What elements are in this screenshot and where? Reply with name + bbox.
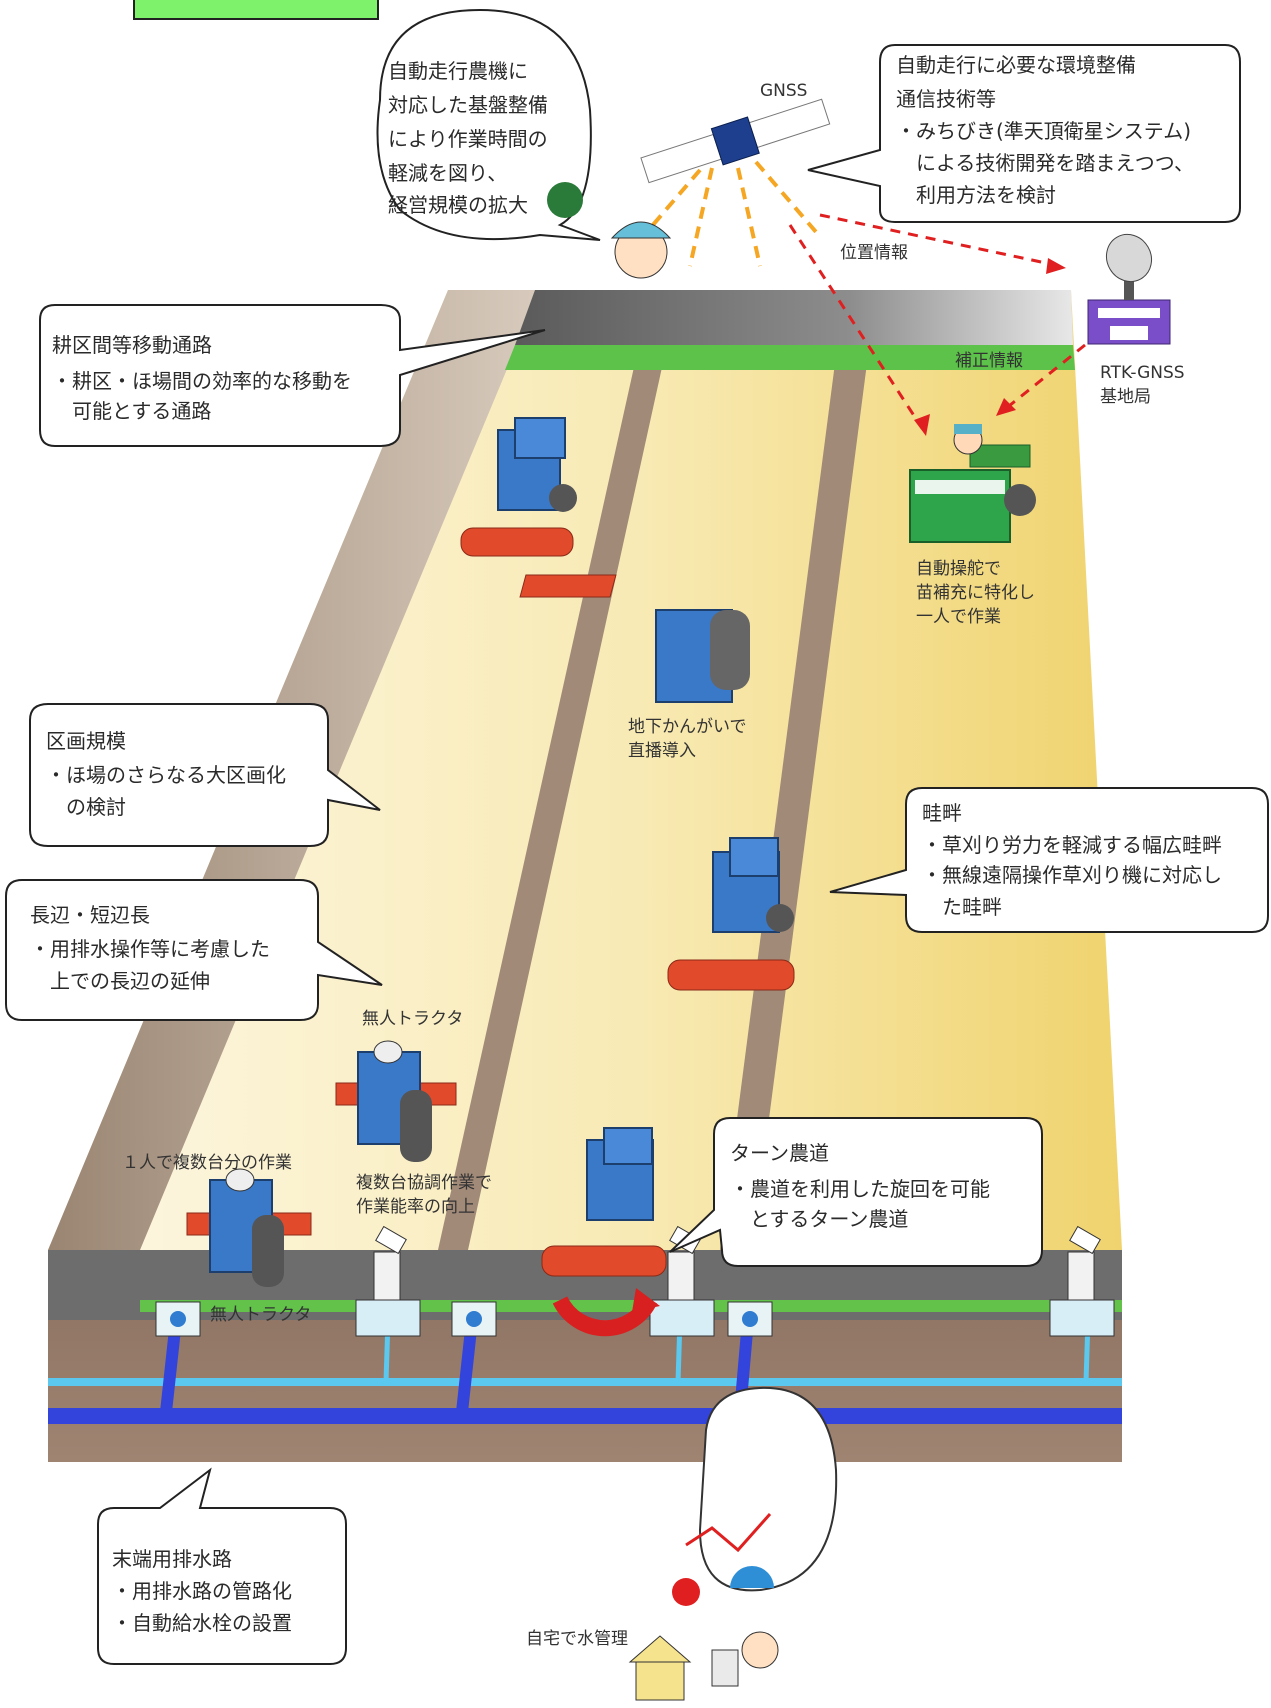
top-access-road (515, 290, 1073, 345)
satellite-group (638, 98, 1086, 436)
lateral-pipe-cyan (48, 1378, 1122, 1386)
transplanter-icon (909, 424, 1036, 543)
signal-beam (736, 167, 762, 267)
unmanned-tractor-label: 無人トラクタ (210, 1305, 311, 1325)
inner-levee-1 (438, 340, 668, 1250)
callout-plot-scale (29, 703, 381, 847)
chart-icon (685, 1513, 772, 1553)
correction-green-strip (505, 345, 1075, 370)
tractor-icon (460, 417, 577, 557)
signal-beam (688, 167, 714, 267)
farmer-icon (741, 1631, 779, 1669)
auto-steer-label: 自動操舵で 苗補充に特化し 一人で作業 (916, 559, 1040, 627)
water-inlets (155, 1225, 1115, 1337)
sun-icon (672, 1578, 700, 1606)
position-info-arrow (819, 213, 1061, 268)
gnss-label: GNSS (760, 81, 807, 101)
unmanned-tractor-label: 無人トラクタ (362, 1009, 463, 1029)
inlet-box-2 (451, 1301, 497, 1337)
turn-arrow (552, 1296, 658, 1337)
turn-road-text: ターン農道 ・農道を利用した旋回を可能 とするターン農道 (730, 1141, 996, 1231)
callout-levee (829, 787, 1269, 933)
rtk-station-icon (1087, 233, 1171, 345)
signal-beam (754, 160, 818, 234)
header-tab (133, 0, 379, 20)
drainage-text: 末端用排水路 ・用排水路の管路化 ・自動給水栓の設置 (112, 1547, 298, 1635)
inlet-box-1 (155, 1301, 201, 1337)
travel-path-text: 耕区間等移動通路 ・耕区・ほ場間の効率的な移動を 可能とする通路 (52, 333, 358, 423)
callout-drainage (97, 1467, 347, 1665)
speech-bubble (376, 8, 601, 241)
callout-travel-path (39, 304, 546, 447)
tablet-icon (711, 1649, 739, 1687)
unmanned-tractor-icon (186, 1168, 312, 1287)
auto-valve-3 (1049, 1225, 1115, 1337)
seeder-icon (519, 574, 750, 703)
farmer-icon (610, 221, 672, 279)
signal-beam (638, 168, 702, 242)
money-bag-icon (547, 182, 583, 218)
unmanned-tractor-icon (335, 1040, 457, 1162)
position-info-arrow (788, 224, 924, 429)
auto-valve-1 (355, 1225, 421, 1337)
farmer-speech-text: 自動走行農機に 対応した基盤整備 により作業時間の 軽減を図り、 経営規模の拡大 (388, 59, 554, 217)
one-person-label: １人で複数台分の作業 (122, 1153, 292, 1173)
inner-levee-2 (720, 340, 870, 1250)
side-length-text: 長辺・短辺長 ・用排水操作等に考慮した 上での長辺の延伸 (30, 903, 276, 993)
umbrella-icon (730, 1566, 774, 1588)
rtk-station-label: RTK-GNSS 基地局 (1100, 363, 1190, 407)
callout-turn-road (669, 1117, 1043, 1267)
callout-environment (807, 44, 1241, 223)
position-info-label: 位置情報 (840, 243, 908, 263)
turning-tractor-icon (541, 1127, 667, 1337)
home-water-management (628, 1386, 838, 1701)
callout-side-length (5, 879, 383, 1021)
plot-scale-text: 区画規模 ・ほ場のさらなる大区画化 の検討 (46, 729, 292, 819)
cooperative-label: 複数台協調作業で 作業能率の向上 (356, 1173, 497, 1217)
inlet-box-3 (727, 1301, 773, 1337)
correction-info-label: 補正情報 (955, 351, 1023, 371)
home-water-label: 自宅で水管理 (526, 1629, 628, 1649)
main-pipe-blue (48, 1408, 1122, 1424)
environment-text: 自動走行に必要な環境整備 通信技術等 ・みちびき(準天頂衛星システム) による技… (896, 53, 1200, 207)
underground-irrigation-label: 地下かんがいで 直播導入 (628, 717, 752, 761)
house-icon (635, 1659, 685, 1701)
thought-bubble (698, 1386, 838, 1592)
satellite-icon (640, 98, 831, 184)
levee-text: 畦畔 ・草刈り労力を軽減する幅広畦畔 ・無線遠隔操作草刈り機に対応し た畦畔 (922, 801, 1228, 919)
machines (186, 417, 1036, 1337)
mower-icon (667, 837, 795, 991)
